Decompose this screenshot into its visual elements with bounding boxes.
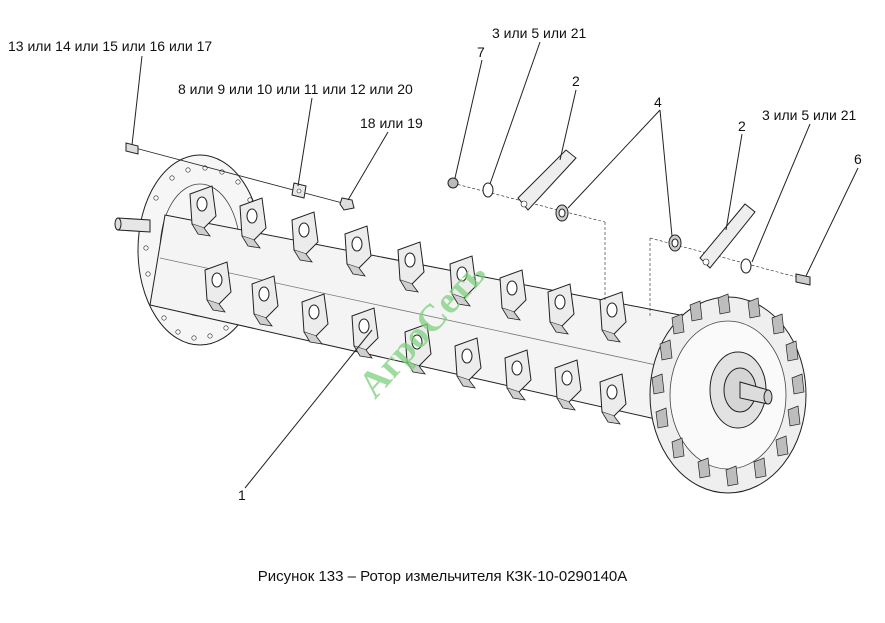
right-blade-set bbox=[649, 203, 811, 318]
figure-caption: Рисунок 133 – Ротор измельчителя КЗК-10-… bbox=[257, 568, 628, 585]
leader-lines bbox=[131, 41, 859, 489]
left-shaft bbox=[114, 217, 151, 233]
callout-washer-upper: 3 или 5 или 21 bbox=[492, 25, 587, 41]
callout-blade-upper: 2 bbox=[572, 73, 580, 89]
callout-washer-right: 3 или 5 или 21 bbox=[762, 107, 857, 123]
callout-blade-right: 2 bbox=[738, 118, 746, 134]
right-disk bbox=[649, 293, 807, 494]
callout-7: 7 bbox=[477, 44, 485, 60]
callout-rotor: 1 bbox=[238, 487, 246, 503]
callout-spacer: 4 bbox=[654, 94, 662, 110]
callout-plate: 8 или 9 или 10 или 11 или 12 или 20 bbox=[178, 81, 413, 97]
left-fastener-set bbox=[125, 142, 355, 211]
callout-bolt: 13 или 14 или 15 или 16 или 17 bbox=[8, 38, 212, 54]
callout-bolt-6: 6 bbox=[854, 151, 862, 167]
upper-blade-set bbox=[447, 149, 606, 300]
callout-nut: 18 или 19 bbox=[360, 115, 423, 131]
